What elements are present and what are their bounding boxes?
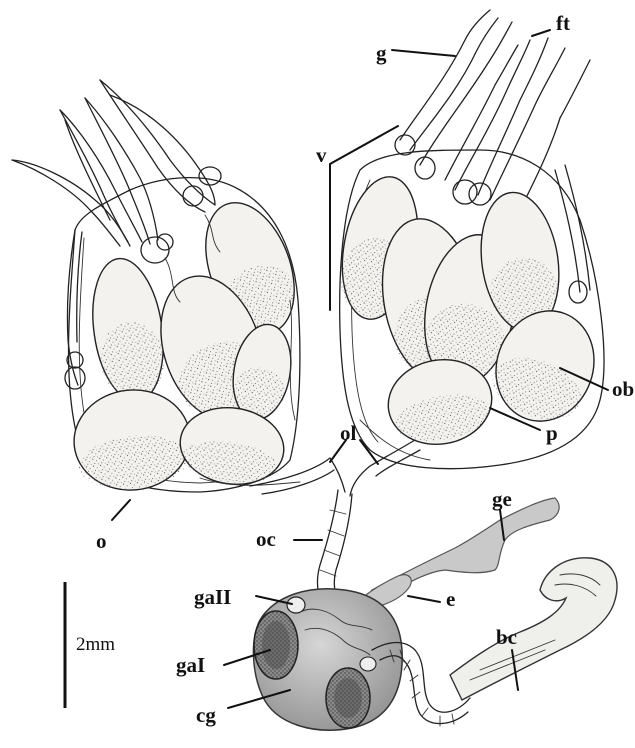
- right-ovary: [332, 10, 609, 469]
- right-eggs: [332, 171, 609, 453]
- bursa-copulatrix-bc: [450, 558, 617, 700]
- left-eggs: [69, 190, 311, 495]
- label-g: g: [376, 41, 387, 65]
- label-gaII: gaII: [194, 585, 231, 609]
- label-gaI: gaI: [176, 653, 205, 677]
- label-o: o: [96, 529, 107, 553]
- label-e: e: [446, 587, 455, 611]
- ganglion-right: [326, 668, 370, 728]
- label-oc: oc: [256, 527, 276, 551]
- ganglion-gaI: [254, 611, 298, 679]
- left-ovary: [12, 80, 311, 496]
- label-cg: cg: [196, 703, 216, 727]
- scale-bar-label: 2mm: [76, 634, 115, 655]
- label-p: p: [546, 421, 558, 445]
- label-ge: ge: [492, 487, 512, 511]
- label-v: v: [316, 143, 327, 167]
- ganglion-gaII: [287, 597, 305, 613]
- label-bc: bc: [496, 625, 517, 649]
- scale-bar: 2mm: [65, 582, 115, 708]
- label-ft: ft: [556, 11, 570, 35]
- label-ol: ol: [340, 421, 357, 445]
- label-ob: ob: [612, 377, 634, 401]
